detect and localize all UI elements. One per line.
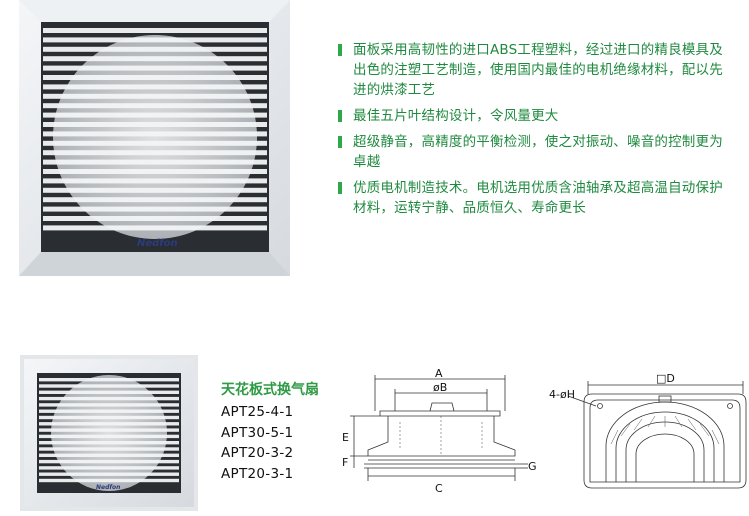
grille-slat [39, 434, 179, 439]
grille-slat [43, 178, 267, 184]
grille-slat [43, 84, 267, 90]
grille-slat [43, 159, 267, 165]
grille-slat [43, 206, 267, 212]
grille-slat [43, 46, 267, 52]
grille-slat [39, 478, 179, 483]
grille-slat [39, 466, 179, 470]
feature-item: 最佳五片叶结构设计，令风量更大 [336, 106, 736, 126]
grille-slat [39, 441, 179, 445]
grille-slats [39, 378, 179, 483]
product-title: 天花板式换气扇 [221, 382, 319, 398]
feature-item: 面板采用高韧性的进口ABS工程塑料，经过进口的精良模具及出色的注塑工艺制造，使用… [336, 40, 736, 100]
grille-slat [43, 187, 267, 193]
dim-label-c: C [435, 482, 443, 495]
grille-slat [39, 459, 179, 464]
grille-slat [43, 37, 267, 43]
feature-item: 超级静音，高精度的平衡检测，使之对振动、噪音的控制更为卓越 [336, 132, 736, 172]
grille-slat [43, 225, 267, 231]
dim-label-h: 4-øH [549, 388, 575, 401]
grille-slat [43, 216, 267, 221]
model-item: APT20-3-1 [221, 465, 294, 482]
bullet-icon [338, 110, 342, 122]
grille-slat [39, 396, 179, 401]
bullet-icon [338, 44, 342, 56]
dim-label-f: F [342, 456, 348, 469]
grille-slat [43, 197, 267, 203]
grille-slat [43, 93, 267, 99]
model-item: APT20-3-2 [221, 445, 294, 461]
grille-slat [43, 150, 267, 156]
dim-label-g: G [528, 460, 537, 473]
grille-slat [39, 453, 179, 457]
grille-slat [39, 447, 179, 451]
model-list: APT25-4-1 APT30-5-1 APT20-3-2 APT20-3-1 [221, 402, 293, 484]
grille-slat [39, 403, 179, 407]
grille-slat [39, 409, 179, 413]
grille-slat [39, 378, 179, 382]
grille-slat [43, 140, 267, 146]
grille-slat [43, 122, 267, 127]
fan-photo-small: Nedfon [20, 355, 198, 511]
front-dimension-diagram: □D 4-øH [549, 372, 747, 489]
model-item: APT30-5-1 [221, 424, 294, 441]
grille-slat [43, 75, 267, 80]
grille-slat [39, 428, 179, 432]
grille-slat [43, 103, 267, 109]
side-dimension-diagram: A øB C E F G [342, 367, 537, 495]
fan-photo-large: Nedfon [19, 0, 290, 276]
feature-item: 优质电机制造技术。电机选用优质含油轴承及超高温自动保护材料，运转宁静、品质恒久、… [336, 178, 736, 218]
dim-label-d: □D [656, 372, 675, 385]
bullet-icon [338, 182, 342, 194]
model-item: APT25-4-1 [221, 404, 294, 420]
grille-slat [39, 472, 179, 476]
dim-label-b: øB [433, 381, 447, 394]
grille-slat [43, 112, 267, 118]
brand-logo: Nedfon [96, 484, 120, 491]
grille-slat [43, 65, 267, 71]
grille-slat [43, 56, 267, 62]
grille-slat [39, 390, 179, 394]
grille-slats [43, 28, 267, 231]
grille-slat [39, 422, 179, 426]
grille-slat [39, 384, 179, 388]
bullet-icon [338, 136, 342, 148]
grille-slat [43, 28, 267, 33]
grille-slat [39, 415, 179, 420]
grille-slat [43, 169, 267, 174]
dim-label-e: E [342, 431, 349, 444]
dim-label-a: A [435, 367, 443, 380]
brand-logo: Nedfon [137, 238, 178, 249]
grille-slat [43, 131, 267, 137]
feature-list: 面板采用高韧性的进口ABS工程塑料，经过进口的精良模具及出色的注塑工艺制造，使用… [336, 40, 736, 224]
